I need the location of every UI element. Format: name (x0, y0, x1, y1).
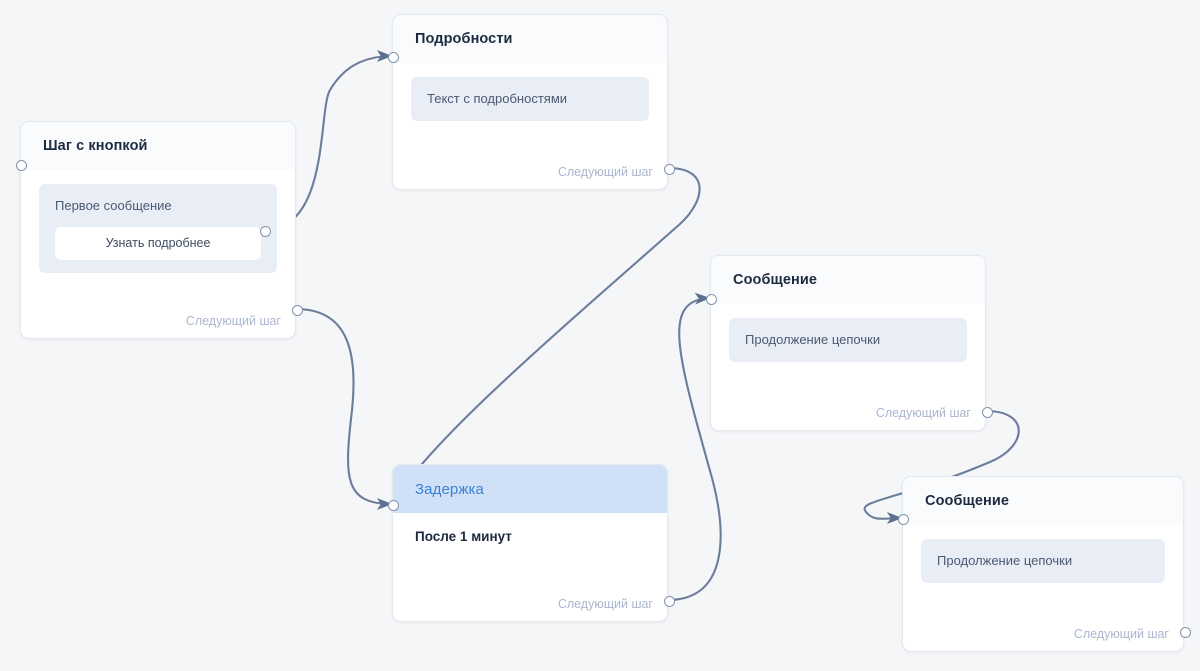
node-message-middle[interactable]: Сообщение Продолжение цепочки Следующий … (705, 255, 993, 431)
node-delay[interactable]: Задержка После 1 минут Следующий шаг (387, 464, 675, 622)
delay-value: После 1 минут (415, 529, 512, 544)
next-step-output-port[interactable] (291, 304, 303, 316)
edge-path (390, 166, 701, 506)
message-text: Продолжение цепочки (745, 332, 881, 347)
message-bubble[interactable]: Продолжение цепочки (729, 318, 967, 362)
message-bubble[interactable]: Текст с подробностями (411, 77, 649, 121)
node-body: Текст с подробностями (393, 63, 667, 121)
node-body: Продолжение цепочки (903, 525, 1183, 583)
node-message-bottom[interactable]: Сообщение Продолжение цепочки Следующий … (897, 476, 1191, 652)
next-step-label: Следующий шаг (557, 165, 653, 179)
message-bubble[interactable]: Продолжение цепочки (921, 539, 1165, 583)
button-output-port[interactable] (259, 225, 271, 237)
message-text: Текст с подробностями (427, 91, 568, 106)
node-header: Подробности (393, 15, 667, 63)
next-step-label: Следующий шаг (875, 406, 971, 420)
node-header: Шаг с кнопкой (21, 122, 295, 170)
inline-button-label: Узнать подробнее (105, 235, 211, 250)
node-title: Задержка (415, 480, 484, 498)
next-step-output-port[interactable] (981, 406, 993, 418)
message-text: Первое сообщение (55, 198, 172, 213)
node-header: Задержка (393, 465, 667, 513)
edge-path (294, 307, 394, 510)
next-step-output-port[interactable] (663, 595, 675, 607)
next-step-label: Следующий шаг (1073, 627, 1169, 641)
node-title: Сообщение (733, 272, 818, 288)
next-step-label: Следующий шаг (185, 314, 281, 328)
next-step-label: Следующий шаг (557, 597, 653, 611)
input-port[interactable] (897, 513, 909, 525)
next-step-output-port[interactable] (1179, 626, 1191, 638)
node-body: Продолжение цепочки (711, 304, 985, 362)
next-step-output-port[interactable] (663, 163, 675, 175)
message-bubble[interactable]: Первое сообщение Узнать подробнее (39, 184, 277, 273)
node-body: Первое сообщение Узнать подробнее (21, 170, 295, 273)
input-port[interactable] (387, 499, 399, 511)
input-port[interactable] (705, 293, 717, 305)
input-port[interactable] (387, 51, 399, 63)
node-header: Сообщение (903, 477, 1183, 525)
inline-button[interactable]: Узнать подробнее (55, 226, 261, 260)
node-title: Сообщение (925, 493, 1010, 509)
input-port[interactable] (15, 159, 27, 171)
node-title: Подробности (415, 31, 513, 47)
node-title: Шаг с кнопкой (43, 138, 148, 154)
message-text: Продолжение цепочки (937, 553, 1073, 568)
node-step-with-button[interactable]: Шаг с кнопкой Первое сообщение Узнать по… (15, 121, 303, 339)
node-header: Сообщение (711, 256, 985, 304)
node-details[interactable]: Подробности Текст с подробностями Следую… (387, 14, 675, 190)
